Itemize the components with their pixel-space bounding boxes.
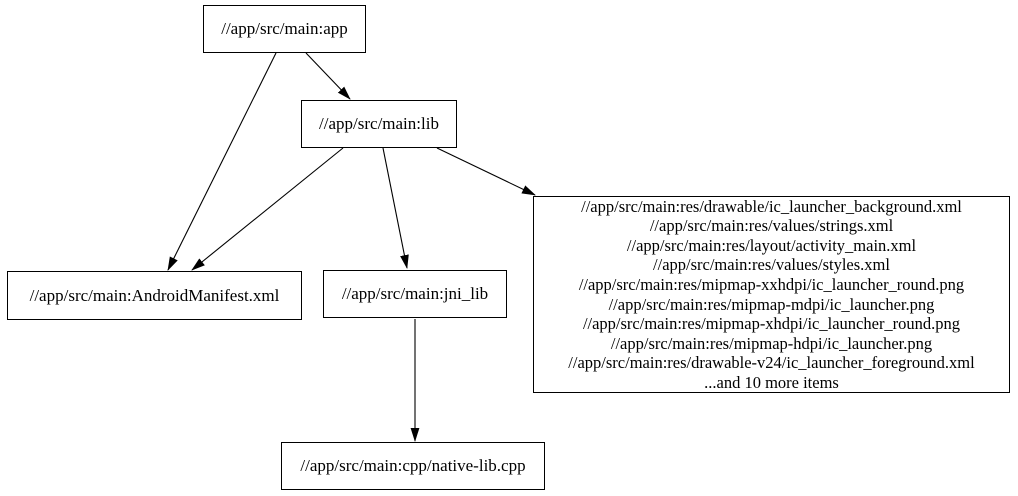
node-android-manifest: //app/src/main:AndroidManifest.xml xyxy=(7,271,302,320)
edge-app-to-lib xyxy=(305,52,351,100)
res-group-line: //app/src/main:res/values/styles.xml xyxy=(653,255,890,275)
res-group-line: //app/src/main:res/mipmap-mdpi/ic_launch… xyxy=(608,294,935,314)
edge-lib-to-android-manifest xyxy=(191,147,344,271)
node-lib-label: //app/src/main:lib xyxy=(319,114,439,133)
node-lib: //app/src/main:lib xyxy=(301,100,457,148)
node-native-lib: //app/src/main:cpp/native-lib.cpp xyxy=(281,442,545,490)
res-group-line: //app/src/main:res/drawable/ic_launcher_… xyxy=(581,196,962,216)
edge-app-to-android-manifest xyxy=(167,52,277,271)
res-group-line: //app/src/main:res/mipmap-xxhdpi/ic_laun… xyxy=(578,274,965,294)
node-jni-lib-label: //app/src/main:jni_lib xyxy=(341,284,489,303)
res-group-more-items: ...and 10 more items xyxy=(704,372,839,392)
res-group-line: //app/src/main:res/drawable-v24/ic_launc… xyxy=(568,353,975,373)
node-app: //app/src/main:app xyxy=(203,5,366,53)
node-res-group: //app/src/main:res/drawable/ic_launcher_… xyxy=(533,196,1010,393)
node-app-label: //app/src/main:app xyxy=(221,19,348,38)
node-jni-lib: //app/src/main:jni_lib xyxy=(323,270,507,318)
node-native-lib-label: //app/src/main:cpp/native-lib.cpp xyxy=(300,456,526,475)
res-group-line: //app/src/main:res/mipmap-xhdpi/ic_launc… xyxy=(582,314,961,334)
res-group-line: //app/src/main:res/mipmap-hdpi/ic_launch… xyxy=(610,333,933,353)
node-android-manifest-label: //app/src/main:AndroidManifest.xml xyxy=(29,285,280,305)
res-group-line: //app/src/main:res/values/strings.xml xyxy=(649,216,894,236)
res-group-line: //app/src/main:res/layout/activity_main.… xyxy=(626,235,917,255)
edge-lib-to-jni-lib xyxy=(382,147,409,269)
edge-lib-to-res-group xyxy=(436,147,536,196)
